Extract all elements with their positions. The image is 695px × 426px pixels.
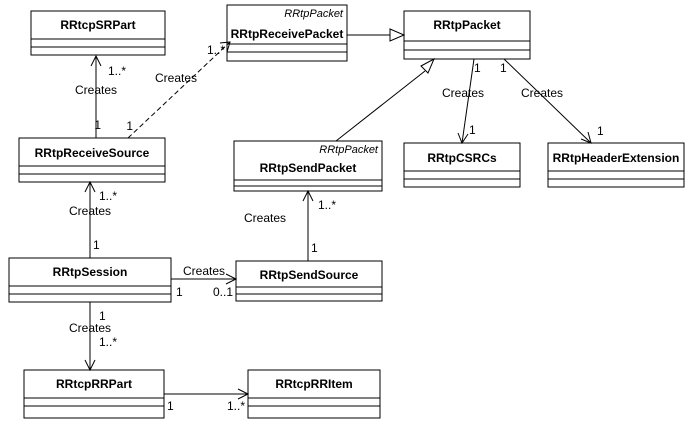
- class-stereotype: RRtpPacket: [284, 8, 344, 20]
- target-multiplicity: 1..*: [207, 43, 225, 57]
- class-rrtp-session[interactable]: RRtpSession: [8, 257, 172, 303]
- source-multiplicity: 1: [311, 241, 318, 255]
- relation-packet-to-header-extension: 1 Creates 1: [500, 58, 604, 144]
- open-arrowhead: [580, 131, 592, 144]
- class-rrtp-send-packet[interactable]: RRtpPacket RRtpSendPacket: [233, 140, 383, 192]
- relation-line: [127, 41, 231, 139]
- generalization-arrowhead: [420, 57, 436, 74]
- source-multiplicity: 1: [99, 309, 106, 323]
- relation-session-to-receive-source: 1..* Creates 1: [69, 180, 117, 258]
- class-stereotype: RRtpPacket: [319, 144, 379, 156]
- relation-label: Creates: [183, 264, 225, 278]
- class-name: RRtpCSRCs: [427, 151, 497, 165]
- open-arrowhead: [302, 189, 314, 202]
- target-multiplicity: 1: [469, 123, 476, 137]
- class-rrtp-csrcs[interactable]: RRtpCSRCs: [403, 142, 521, 188]
- relation-label: Creates: [521, 86, 563, 100]
- class-name: RRtpReceiveSource: [35, 146, 150, 160]
- relation-receive-packet-to-packet: [347, 28, 406, 42]
- class-name: RRtpPacket: [433, 18, 500, 32]
- class-name: RRtpSendPacket: [260, 161, 357, 175]
- source-multiplicity: 1: [126, 119, 133, 133]
- relation-receive-source-to-sr-part: 1..* Creates 1: [75, 54, 126, 138]
- relation-label: Creates: [442, 86, 484, 100]
- relation-packet-to-csrcs: 1 Creates 1: [442, 58, 484, 145]
- relation-send-packet-to-packet: [335, 57, 436, 142]
- class-name: RRtcpSRPart: [60, 18, 135, 32]
- class-name: RRtpReceivePacket: [231, 27, 344, 41]
- relation-label: Creates: [69, 204, 111, 218]
- source-multiplicity: 1: [500, 61, 507, 75]
- class-rrtcp-sr-part[interactable]: RRtcpSRPart: [30, 10, 166, 56]
- class-rrtcp-rr-part[interactable]: RRtcpRRPart: [23, 369, 165, 419]
- relation-rr-part-to-rr-item: 1 1..*: [164, 388, 250, 413]
- open-arrowhead: [225, 273, 238, 285]
- relation-line: [335, 70, 426, 142]
- target-multiplicity: 1..*: [108, 64, 126, 78]
- target-multiplicity: 0..1: [213, 285, 233, 299]
- relation-label: Creates: [155, 71, 197, 85]
- class-rrtcp-rr-item[interactable]: RRtcpRRItem: [247, 369, 381, 419]
- class-rrtp-receive-packet[interactable]: RRtpPacket RRtpReceivePacket: [226, 4, 348, 62]
- relation-label: Creates: [244, 211, 286, 225]
- source-multiplicity: 1: [474, 61, 481, 75]
- target-multiplicity: 1..*: [318, 198, 336, 212]
- relation-line: [503, 58, 592, 144]
- class-rrtp-send-source[interactable]: RRtpSendSource: [235, 260, 383, 302]
- generalization-arrowhead: [389, 28, 406, 42]
- relation-send-source-to-send-packet: 1..* Creates 1: [244, 189, 336, 261]
- source-multiplicity: 1: [176, 285, 183, 299]
- target-multiplicity: 1..*: [99, 335, 117, 349]
- open-arrowhead: [84, 359, 96, 372]
- class-name: RRtpSendSource: [260, 268, 359, 282]
- class-name: RRtcpRRItem: [275, 377, 352, 391]
- source-multiplicity: 1: [94, 118, 101, 132]
- class-rrtp-header-extension[interactable]: RRtpHeaderExtension: [547, 142, 685, 188]
- relation-session-to-rr-part: 1 Creates 1..*: [69, 302, 117, 372]
- open-arrowhead: [219, 41, 231, 53]
- relation-session-to-send-source: Creates 1 0..1: [171, 264, 238, 299]
- target-multiplicity: 1: [597, 124, 604, 138]
- open-arrowhead: [90, 54, 102, 67]
- target-multiplicity: 1..*: [99, 189, 117, 203]
- relation-line: [461, 58, 475, 144]
- target-multiplicity: 1..*: [227, 399, 245, 413]
- class-name: RRtcpRRPart: [56, 377, 132, 391]
- source-multiplicity: 1: [167, 399, 174, 413]
- open-arrowhead: [237, 388, 250, 400]
- class-rrtp-receive-source[interactable]: RRtpReceiveSource: [18, 137, 166, 183]
- source-multiplicity: 1: [93, 238, 100, 252]
- relation-label: Creates: [69, 321, 111, 335]
- class-name: RRtpHeaderExtension: [553, 151, 680, 165]
- class-rrtp-packet[interactable]: RRtpPacket: [403, 10, 531, 60]
- open-arrowhead: [84, 180, 96, 193]
- relation-receive-source-to-receive-packet: 1..* Creates 1: [126, 41, 231, 139]
- relation-label: Creates: [75, 83, 117, 97]
- class-name: RRtpSession: [53, 265, 128, 279]
- open-arrowhead: [457, 132, 469, 145]
